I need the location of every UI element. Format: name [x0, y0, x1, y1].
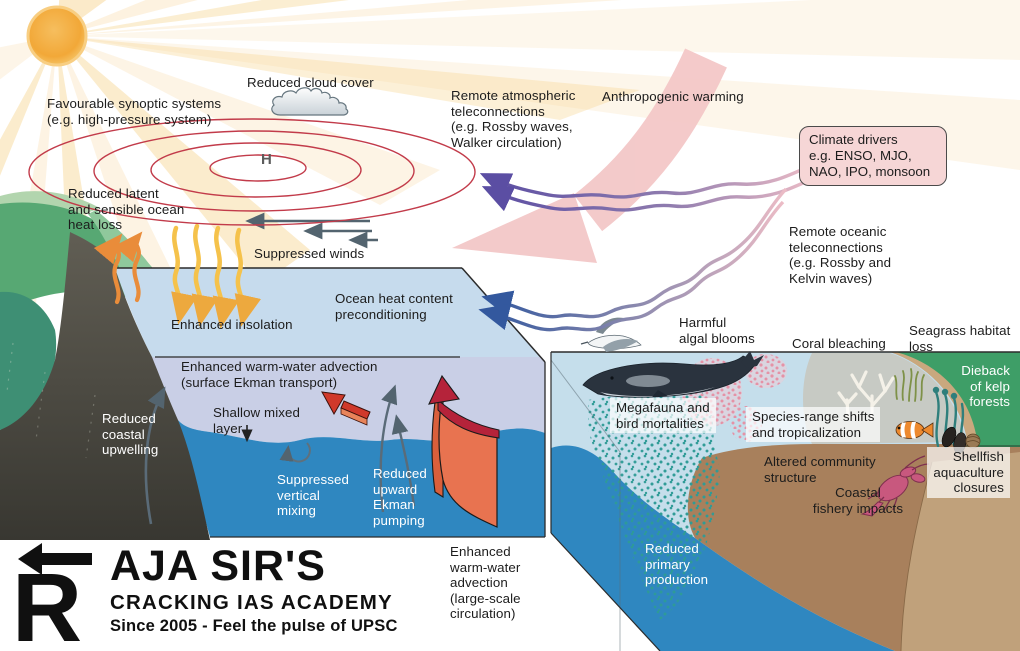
label-warm-water-advection-surface: Enhanced warm-water advection (surface E…	[181, 359, 378, 390]
atmospheric-teleconnection-icon	[479, 163, 815, 212]
logo-tagline: Since 2005 - Feel the pulse of UPSC	[110, 616, 398, 635]
climate-drivers-box: Climate drivers e.g. ENSO, MJO, NAO, IPO…	[799, 126, 947, 186]
high-pressure-icon	[28, 118, 476, 226]
label-reduced-primary-production: Reduced primary production	[645, 541, 709, 588]
label-suppressed-vertical-mixing: Suppressed vertical mixing	[277, 472, 349, 519]
label-reduced-cloud-cover: Reduced cloud cover	[247, 75, 374, 90]
whale-icon	[582, 351, 764, 398]
ekman-pumping-gray-arrows	[379, 384, 416, 513]
label-reduced-latent-heat-loss: Reduced latent and sensible ocean heat l…	[68, 186, 185, 233]
svg-text:R: R	[12, 553, 82, 651]
wind-arrows-icon	[245, 212, 378, 249]
label-remote-oceanic: Remote oceanic teleconnections (e.g. Ros…	[789, 224, 892, 286]
ekman-transport-arrow-icon	[321, 391, 371, 426]
label-favourable-synoptic: Favourable synoptic systems (e.g. high-p…	[47, 96, 222, 127]
label-harmful-algal-blooms: Harmful algal blooms	[679, 315, 755, 346]
label-remote-atmospheric: Remote atmospheric teleconnections (e.g.…	[451, 88, 576, 150]
heat-loss-arrows-icon	[93, 231, 143, 305]
label-reduced-coastal-upwelling: Reduced coastal upwelling	[102, 411, 159, 458]
academy-logo: AJA SIR'S CRACKING IAS ACADEMY Since 200…	[12, 541, 398, 645]
label-suppressed-winds: Suppressed winds	[254, 246, 365, 261]
label-reduced-upward-ekman-pumping: Reduced upward Ekman pumping	[373, 466, 427, 528]
cloud-icon	[271, 87, 349, 116]
label-dieback-of-kelp: Dieback of kelp forests	[961, 363, 1010, 410]
algal-bloom-dots-icon	[588, 380, 720, 620]
oceanic-teleconnection-icon	[478, 187, 788, 332]
logo-mark: R	[12, 543, 92, 651]
label-ocean-heat-preconditioning: Ocean heat content preconditioning	[335, 291, 453, 322]
upwelling-arrow-icon	[144, 386, 166, 525]
label-anthropogenic-warming: Anthropogenic warming	[602, 89, 744, 104]
logo-arrow-icon	[18, 543, 92, 575]
label-shallow-mixed-layer: Shallow mixed layer	[213, 405, 301, 436]
label-megafauna-mortalities: Megafauna and bird mortalities	[610, 398, 716, 434]
label-altered-community-structure: Altered community structure	[764, 454, 876, 485]
high-pressure-symbol: H	[261, 151, 272, 168]
sun-icon	[26, 5, 88, 67]
seagrass-icon	[894, 368, 925, 402]
vertical-mixing-icon	[279, 442, 311, 463]
logo-name: AJA SIR'S	[110, 542, 326, 590]
label-seagrass-habitat-loss: Seagrass habitat loss	[909, 323, 1011, 354]
label-species-range-shifts: Species-range shifts and tropicalization	[746, 407, 881, 443]
label-coastal-fishery-impacts: Coastal fishery impacts	[812, 485, 904, 516]
clownfish-icon	[895, 421, 934, 439]
insolation-arrows-icon	[171, 223, 262, 329]
label-enhanced-insolation: Enhanced insolation	[171, 317, 293, 332]
label-shellfish-closures: Shellfish aquaculture closures	[927, 447, 1010, 498]
label-coral-bleaching: Coral bleaching	[792, 336, 886, 351]
ekman-pumping-ribbon-icon	[428, 374, 500, 528]
label-warm-water-advection-large-scale: Enhanced warm-water advection (large-sca…	[450, 544, 521, 622]
coastal-cliff	[0, 232, 210, 540]
seabird-icon	[580, 317, 642, 352]
logo-academy: CRACKING IAS ACADEMY	[110, 591, 393, 614]
